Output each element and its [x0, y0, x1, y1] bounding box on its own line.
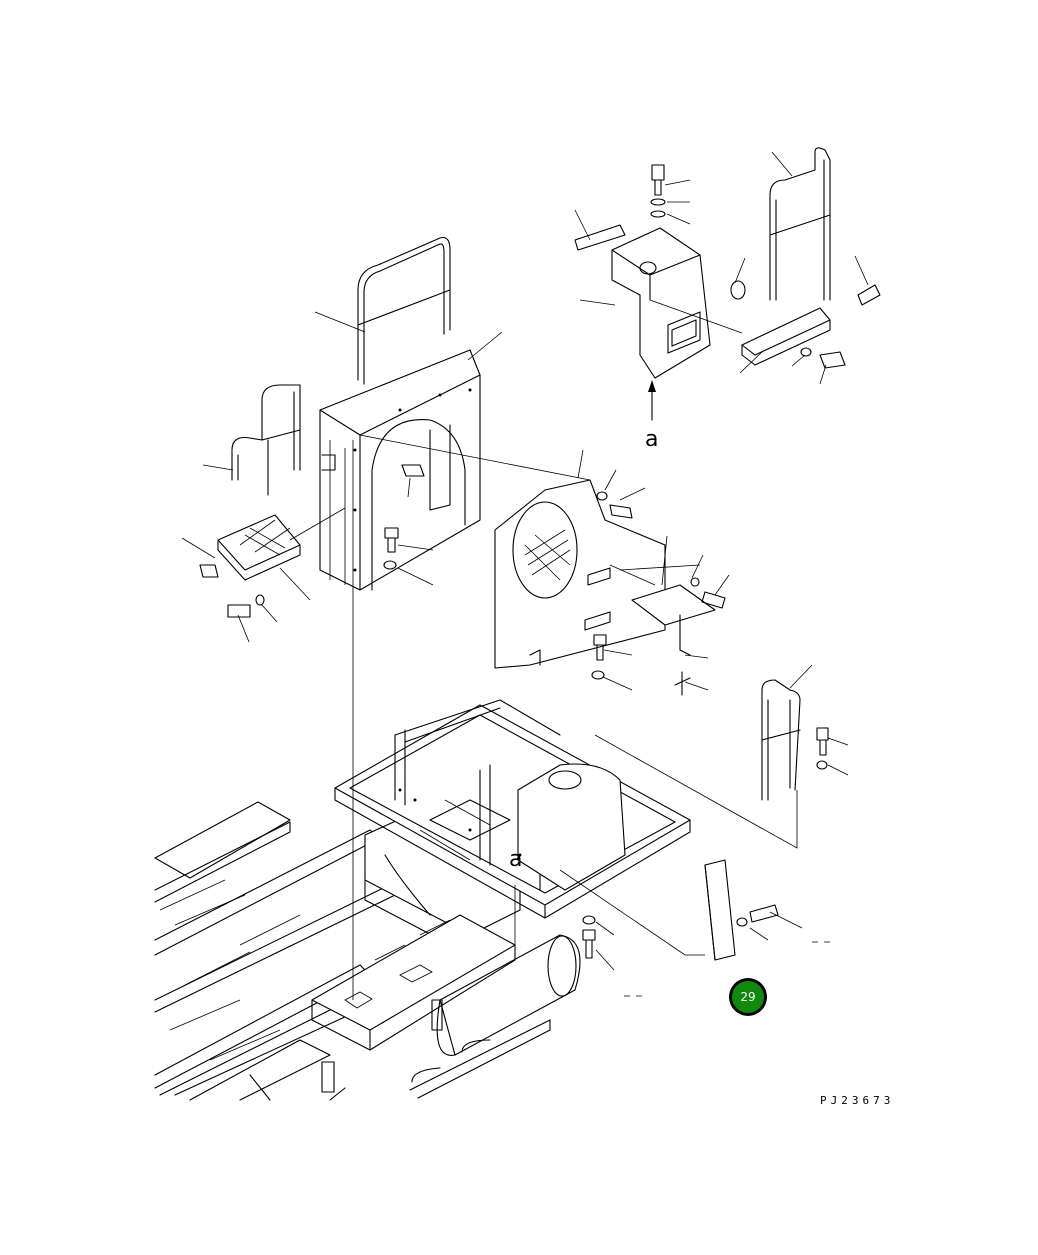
assembly-guide-lines	[289, 299, 798, 956]
side-door-panel	[494, 479, 716, 669]
view-label-a-upper: a	[645, 427, 658, 452]
fasteners	[199, 164, 881, 959]
upper-cover-assembly	[574, 147, 831, 421]
right-handrail	[704, 679, 801, 961]
drawing-code: PJ23673	[820, 1094, 894, 1107]
callout-badge[interactable]: 29	[729, 978, 767, 1016]
badge-fill	[732, 981, 764, 1013]
side-step-assembly	[217, 384, 301, 581]
operator-deck-frame	[334, 699, 691, 919]
view-label-a-lower: a	[509, 847, 522, 872]
rear-cover-panel	[319, 236, 481, 1000]
revolving-frame	[154, 801, 581, 1101]
callout-leaders	[181, 151, 869, 997]
badge-number: 29	[740, 990, 755, 1004]
